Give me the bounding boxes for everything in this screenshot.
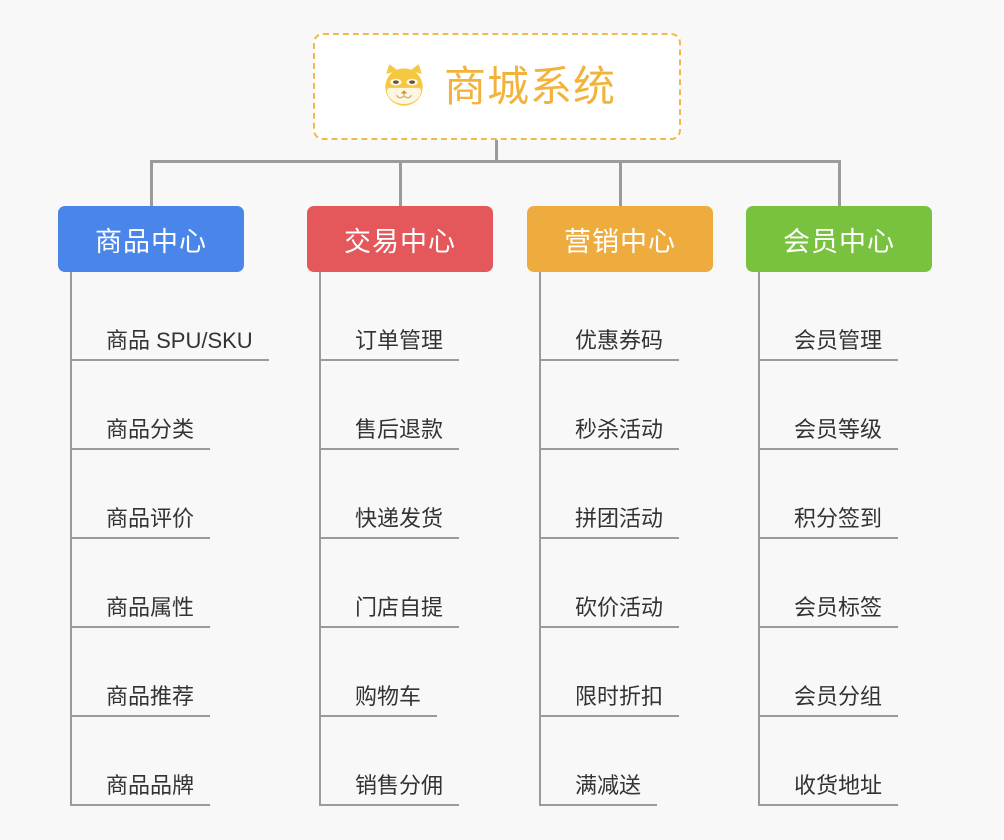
connector-root-stem: [495, 140, 498, 162]
leaf-item[interactable]: 销售分佣: [321, 717, 493, 806]
leaf-label: 商品 SPU/SKU: [72, 328, 269, 361]
leaf-label: 快递发货: [321, 506, 460, 539]
connector-drop-2: [399, 160, 402, 206]
leaf-label: 拼团活动: [541, 506, 680, 539]
branch-header-label-4: 会员中心: [783, 226, 895, 257]
leaf-label: 商品推荐: [72, 684, 211, 717]
branch-column-1: 商品中心 商品 SPU/SKU 商品分类 商品评价 商品属性 商品推荐 商品品牌: [58, 206, 269, 806]
branch-header-2[interactable]: 交易中心: [307, 206, 493, 272]
branch-items-2: 订单管理 售后退款 快递发货 门店自提 购物车 销售分佣: [319, 272, 493, 806]
leaf-label: 会员标签: [760, 595, 899, 628]
branch-column-3: 营销中心 优惠券码 秒杀活动 拼团活动 砍价活动 限时折扣 满减送: [527, 206, 713, 806]
branch-items-3: 优惠券码 秒杀活动 拼团活动 砍价活动 限时折扣 满减送: [539, 272, 713, 806]
leaf-item[interactable]: 商品推荐: [72, 628, 244, 717]
root-title: 商城系统: [443, 62, 616, 110]
leaf-item[interactable]: 会员管理: [760, 272, 932, 361]
connector-drop-4: [838, 160, 841, 206]
shiba-dog-face-icon: [385, 63, 423, 106]
leaf-label: 优惠券码: [541, 328, 680, 361]
leaf-item[interactable]: 会员标签: [760, 539, 932, 628]
leaf-label: 销售分佣: [321, 773, 460, 806]
branch-header-label-1: 商品中心: [95, 226, 207, 257]
leaf-item[interactable]: 商品分类: [72, 361, 244, 450]
leaf-item[interactable]: 拼团活动: [541, 450, 713, 539]
leaf-item[interactable]: 购物车: [321, 628, 493, 717]
connector-drop-3: [619, 160, 622, 206]
branch-items-4: 会员管理 会员等级 积分签到 会员标签 会员分组 收货地址: [758, 272, 932, 806]
connector-drop-1: [150, 160, 153, 206]
branch-column-4: 会员中心 会员管理 会员等级 积分签到 会员标签 会员分组 收货地址: [746, 206, 932, 806]
branch-column-2: 交易中心 订单管理 售后退款 快递发货 门店自提 购物车 销售分佣: [307, 206, 493, 806]
leaf-label: 购物车: [321, 684, 438, 717]
leaf-item[interactable]: 商品属性: [72, 539, 244, 628]
branch-header-1[interactable]: 商品中心: [58, 206, 244, 272]
leaf-label: 商品评价: [72, 506, 211, 539]
branch-header-label-3: 营销中心: [564, 226, 676, 257]
leaf-item[interactable]: 优惠券码: [541, 272, 713, 361]
leaf-label: 售后退款: [321, 417, 460, 450]
leaf-label: 秒杀活动: [541, 417, 680, 450]
leaf-item[interactable]: 限时折扣: [541, 628, 713, 717]
leaf-label: 积分签到: [760, 506, 899, 539]
leaf-item[interactable]: 收货地址: [760, 717, 932, 806]
leaf-label: 商品属性: [72, 595, 211, 628]
connector-horizontal-bus: [150, 160, 840, 163]
leaf-label: 会员等级: [760, 417, 899, 450]
leaf-item[interactable]: 会员等级: [760, 361, 932, 450]
leaf-item[interactable]: 商品品牌: [72, 717, 244, 806]
leaf-item[interactable]: 订单管理: [321, 272, 493, 361]
leaf-item[interactable]: 门店自提: [321, 539, 493, 628]
leaf-item[interactable]: 满减送: [541, 717, 713, 806]
leaf-item[interactable]: 商品 SPU/SKU: [72, 272, 269, 361]
branch-header-3[interactable]: 营销中心: [527, 206, 713, 272]
root-node[interactable]: 商城系统: [313, 33, 681, 140]
leaf-label: 订单管理: [321, 328, 460, 361]
leaf-label: 门店自提: [321, 595, 460, 628]
leaf-label: 会员管理: [760, 328, 899, 361]
leaf-item[interactable]: 会员分组: [760, 628, 932, 717]
leaf-item[interactable]: 商品评价: [72, 450, 244, 539]
leaf-item[interactable]: 积分签到: [760, 450, 932, 539]
leaf-item[interactable]: 快递发货: [321, 450, 493, 539]
leaf-label: 砍价活动: [541, 595, 680, 628]
leaf-label: 收货地址: [760, 773, 899, 806]
leaf-label: 限时折扣: [541, 684, 680, 717]
branch-items-1: 商品 SPU/SKU 商品分类 商品评价 商品属性 商品推荐 商品品牌: [70, 272, 269, 806]
leaf-label: 商品分类: [72, 417, 211, 450]
leaf-item[interactable]: 秒杀活动: [541, 361, 713, 450]
leaf-label: 商品品牌: [72, 773, 211, 806]
leaf-label: 满减送: [541, 773, 658, 806]
leaf-item[interactable]: 砍价活动: [541, 539, 713, 628]
leaf-label: 会员分组: [760, 684, 899, 717]
leaf-item[interactable]: 售后退款: [321, 361, 493, 450]
branch-header-label-2: 交易中心: [344, 226, 456, 257]
branch-header-4[interactable]: 会员中心: [746, 206, 932, 272]
